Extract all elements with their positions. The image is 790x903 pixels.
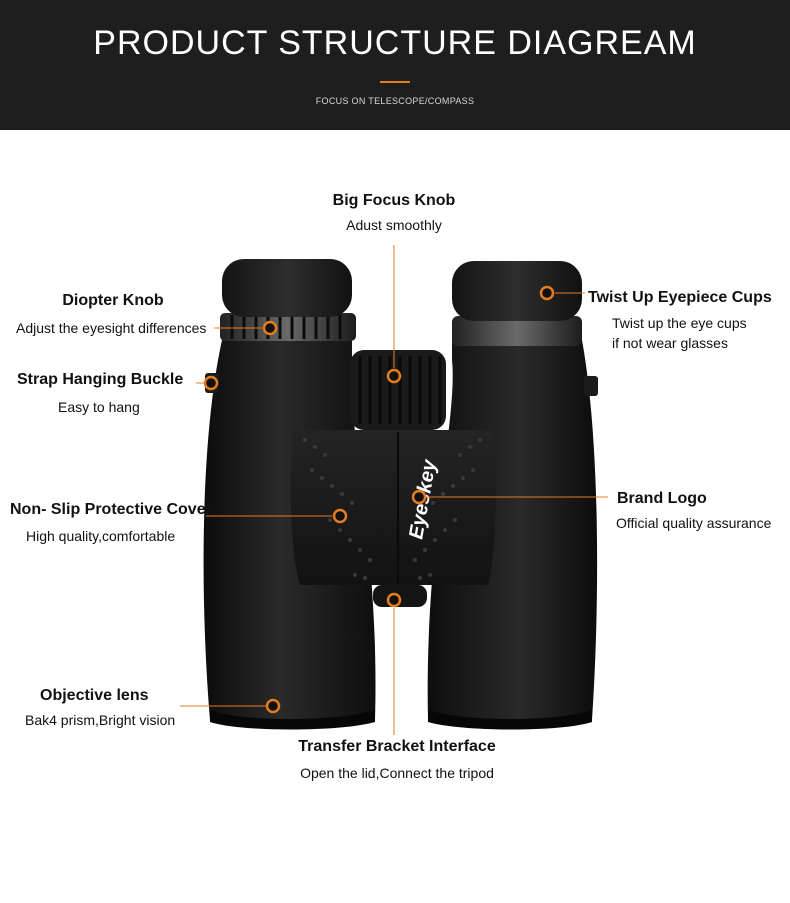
leader-lines: [180, 245, 608, 735]
diopter-knob-desc: Adjust the eyesight differences: [16, 320, 207, 336]
objective-lens-title: Objective lens: [40, 687, 149, 704]
marker-tripod: [386, 592, 402, 608]
marker-cover: [332, 508, 348, 524]
brand-logo-title: Brand Logo: [617, 490, 707, 507]
strap-buckle-right: [584, 376, 598, 396]
marker-diopter: [262, 320, 278, 336]
right-eyecup: [452, 261, 582, 321]
objective-lens-desc: Bak4 prism,Bright vision: [25, 712, 176, 728]
focus-knob-title: Big Focus Knob: [332, 192, 456, 209]
eyepiece-cups-title: Twist Up Eyepiece Cups: [588, 289, 772, 306]
diopter-ring: [220, 313, 356, 341]
strap-buckle-desc: Easy to hang: [58, 399, 140, 415]
diopter-knob-title: Diopter Knob: [62, 292, 164, 309]
non-slip-cover-title: Non- Slip Protective Cover: [10, 501, 212, 518]
left-eyecup: [222, 259, 352, 317]
center-bridge: [290, 430, 496, 585]
eyecup-sleeve: [452, 316, 582, 346]
marker-focus-knob: [386, 368, 402, 384]
focus-knob: [350, 350, 446, 430]
marker-eyecup: [539, 285, 555, 301]
tripod-interface-title: Transfer Bracket Interface: [298, 738, 496, 755]
page-subtitle: FOCUS ON TELESCOPE/COMPASS: [315, 96, 475, 106]
marker-strap: [203, 375, 219, 391]
non-slip-cover-desc: High quality,comfortable: [26, 528, 176, 544]
focus-knob-desc: Adust smoothly: [346, 217, 442, 233]
marker-objective: [265, 698, 281, 714]
eyepiece-cups-desc-1: Twist up the eye cups: [612, 315, 747, 331]
tripod-interface-desc: Open the lid,Connect the tripod: [300, 765, 494, 781]
brand-logo-desc: Official quality assurance: [616, 515, 772, 531]
header-banner: PRODUCT STRUCTURE DIAGREAM FOCUS ON TELE…: [0, 0, 790, 130]
strap-buckle-title: Strap Hanging Buckle: [17, 371, 184, 388]
page-title: PRODUCT STRUCTURE DIAGREAM: [93, 24, 697, 62]
marker-logo: [411, 489, 427, 505]
eyepiece-cups-desc-2: if not wear glasses: [612, 335, 728, 351]
title-accent-rule: [380, 81, 410, 83]
